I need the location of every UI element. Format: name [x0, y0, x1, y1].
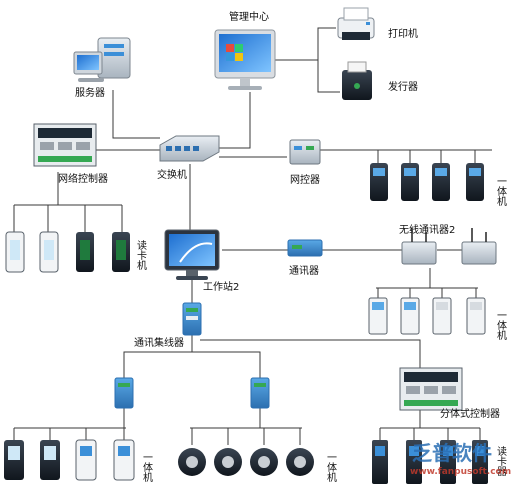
- hub-device: [250, 377, 270, 409]
- workstation-label: 工作站2: [203, 280, 239, 293]
- all-in-one-device: [466, 163, 484, 201]
- network-controller-board: [33, 123, 97, 167]
- wire-management-switch: [219, 92, 251, 149]
- all-in-one-device: [75, 439, 97, 481]
- card-reader-label: 读卡机: [135, 239, 147, 271]
- all-in-one-device: [370, 163, 388, 201]
- watermark-url-text: www.fanpusoft.com: [410, 467, 511, 477]
- gateway-label: 网控器: [290, 173, 320, 186]
- card-reader-device: [5, 231, 25, 273]
- all-in-one-device: [4, 440, 24, 480]
- split-controller-board: [399, 367, 463, 411]
- hub-label: 通讯集线器: [134, 336, 184, 349]
- workstation-computer: [164, 229, 220, 280]
- all-in-one-device: [466, 297, 486, 335]
- management-center-label: 管理中心: [229, 10, 269, 23]
- all-in-one-device: [113, 439, 135, 481]
- all-in-one-device: [432, 163, 450, 201]
- switch-label: 交换机: [157, 168, 187, 181]
- wire-mgmt-issuer: [317, 60, 340, 93]
- management-center-computer: [214, 29, 276, 90]
- hub-device: [182, 302, 202, 336]
- wire-hub-split: [200, 339, 421, 368]
- wireless-communicator-device: [401, 228, 437, 265]
- all-in-one-device: [400, 297, 420, 335]
- gateway-device: [289, 139, 321, 165]
- switch-device: [159, 135, 220, 162]
- server-label: 服务器: [75, 86, 105, 99]
- all-in-one-device: [368, 297, 388, 335]
- card-reader-device: [372, 440, 388, 484]
- all-in-one-device: [432, 297, 452, 335]
- printer-label: 打印机: [388, 27, 418, 40]
- wire-wireless-aio: [376, 268, 478, 289]
- fingerprint-device: [178, 448, 206, 476]
- fingerprint-device: [250, 448, 278, 476]
- all-in-one-mid-label: 一体机: [495, 310, 507, 341]
- wire-hub-branches: [123, 335, 193, 378]
- all-in-one-bottom-left-label: 一体机: [141, 452, 153, 483]
- card-reader-device: [39, 231, 59, 273]
- server-computer: [73, 37, 131, 82]
- fingerprint-device: [286, 448, 314, 476]
- split-controller-label: 分体式控制器: [440, 407, 500, 420]
- card-reader-device: [406, 440, 422, 484]
- printer-device: [337, 7, 375, 40]
- all-in-one-bottom-mid-label: 一体机: [325, 452, 337, 483]
- card-reader-device: [112, 232, 130, 272]
- communicator-device: [287, 239, 323, 257]
- wire-server-switch: [112, 90, 160, 139]
- wire-mid-branch: [190, 408, 302, 429]
- all-in-one-device: [401, 163, 419, 201]
- card-issuer-label: 发行器: [388, 80, 418, 93]
- card-reader-device: [472, 440, 488, 484]
- wire-hub-branch-mid: [192, 351, 261, 378]
- all-in-one-top-label: 一体机: [495, 176, 507, 207]
- wireless-communicator-device: [461, 228, 497, 265]
- wire-left-branch: [14, 408, 126, 429]
- card-reader-device: [76, 232, 94, 272]
- connection-lines: [13, 27, 492, 445]
- fingerprint-device: [214, 448, 242, 476]
- wireless-communicator-label: 无线通讯器2: [399, 223, 455, 236]
- wire-netctrl-readers: [14, 172, 122, 206]
- card-issuer-device: [342, 61, 372, 100]
- reader-bottom-right-label: 读卡器: [495, 445, 507, 477]
- wire-mgmt-printer: [275, 27, 336, 61]
- card-reader-device: [440, 440, 456, 484]
- communicator-label: 通讯器: [289, 265, 319, 277]
- network-controller-label: 网络控制器: [58, 172, 108, 185]
- all-in-one-device: [40, 440, 60, 480]
- hub-device: [114, 377, 134, 409]
- watermark-brand-text: 乏普软件: [412, 441, 492, 465]
- brand-watermark: 乏普软件 www.fanpusoft.com: [410, 441, 511, 477]
- wire-split-readers: [380, 410, 480, 429]
